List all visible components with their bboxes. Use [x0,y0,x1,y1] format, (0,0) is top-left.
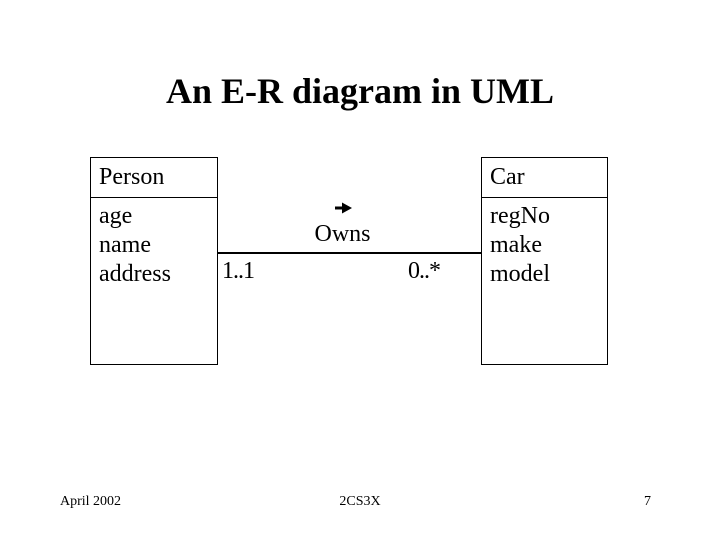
car-class-box: Car regNo make model [481,157,608,365]
association-line [218,252,481,254]
footer-course-code: 2CS3X [339,494,381,509]
person-class-attributes: age name address [91,198,217,289]
attribute-label: model [490,261,550,287]
attribute-label: regNo [490,203,550,229]
person-class-name: Person [99,164,165,190]
person-class-header: Person [91,158,217,198]
attribute-label: make [490,232,542,258]
footer-page-number: 7 [644,494,651,509]
person-class-box: Person age name address [90,157,218,365]
attribute-label: name [99,232,151,258]
attribute-label: age [99,203,133,229]
multiplicity-right-label: 0..* [408,258,441,284]
owns-direction-right-arrow-icon [335,202,352,214]
car-class-attributes: regNo make model [482,198,607,289]
attribute-label: address [99,261,171,287]
car-class-header: Car [482,158,607,198]
car-class-name: Car [490,164,525,190]
footer-date: April 2002 [60,494,122,509]
multiplicity-left-label: 1..1 [222,258,255,284]
slide-title: An E-R diagram in UML [165,71,555,111]
association-name-label: Owns [314,221,371,247]
